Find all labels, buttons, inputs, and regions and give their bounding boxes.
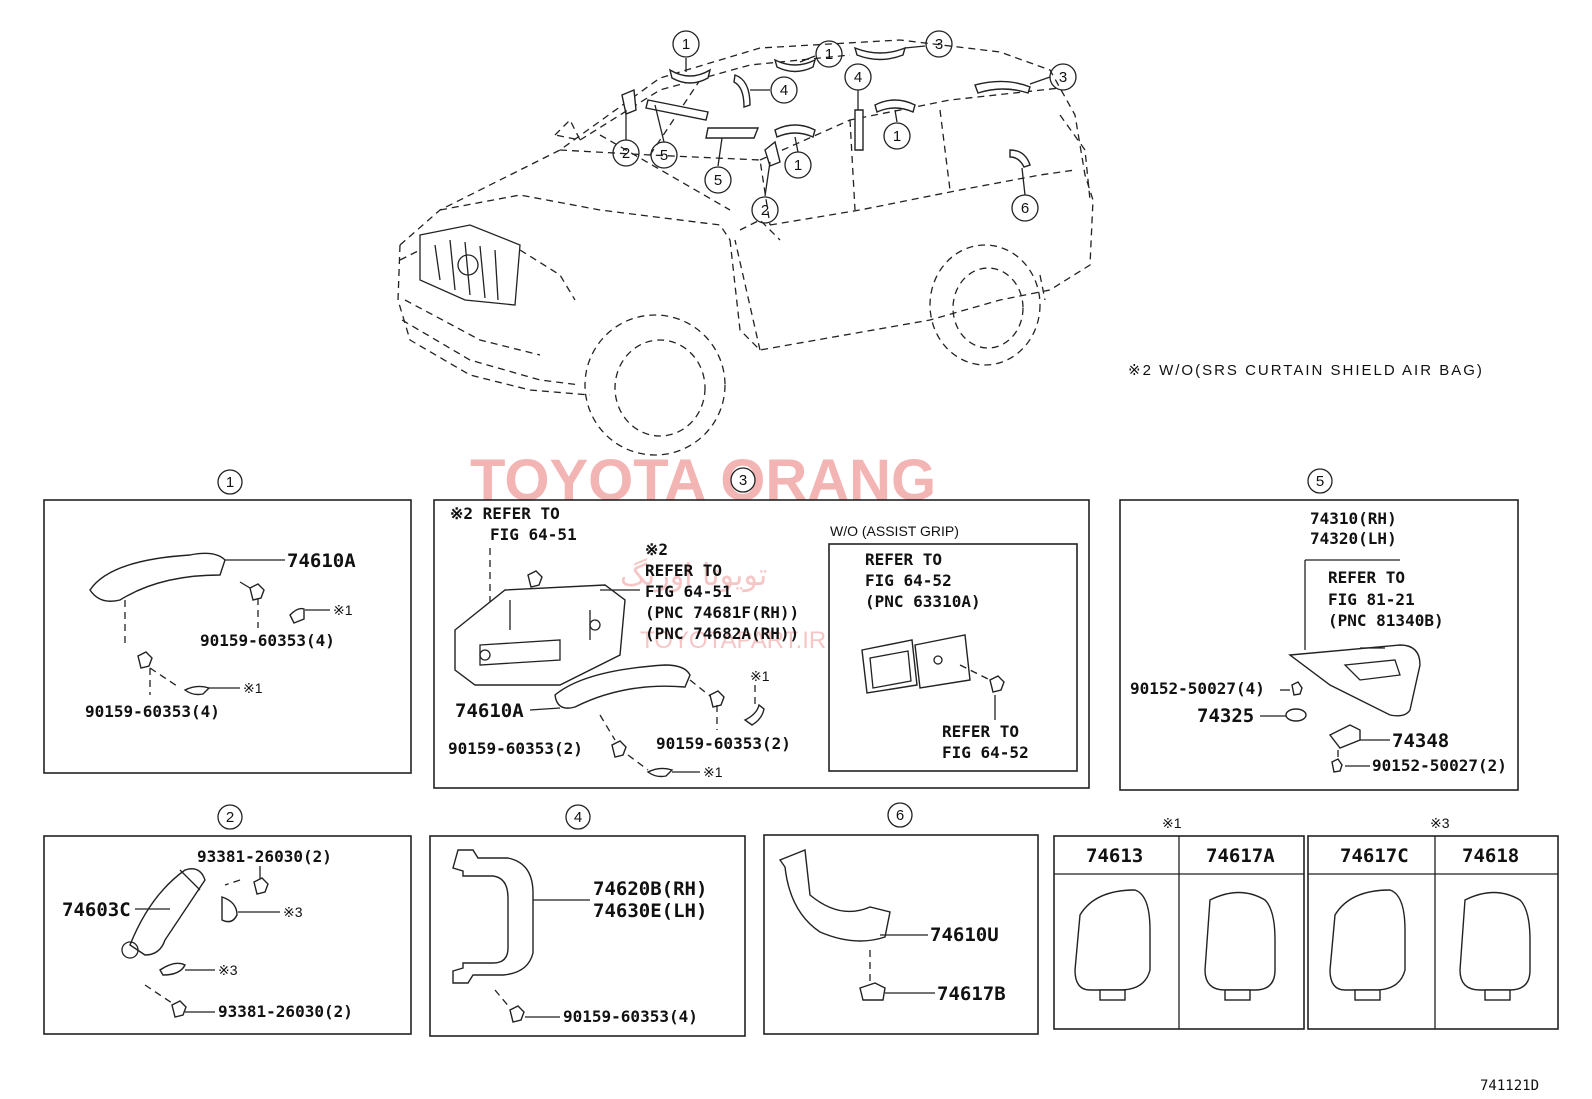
visor-holder xyxy=(1328,724,1361,749)
panel-1: 1 74610A 90159-60353(4) ※1 ※1 90159-6035… xyxy=(43,469,412,774)
callout-1c: 1 xyxy=(794,157,802,174)
table1-header-1: 74617A xyxy=(1206,845,1275,867)
panel-6: 6 74610U 74617B xyxy=(763,802,1039,1035)
callout-2a: 2 xyxy=(622,145,630,162)
subpanel-title: W/O (ASSIST GRIP) xyxy=(830,523,959,539)
label-cover-bottom: ※3 xyxy=(218,962,238,978)
overview-callouts: 1 1 3 4 4 3 2 5 5 1 1 2 xyxy=(612,30,1077,224)
watermark-persian: تویوتا اورنگ xyxy=(620,558,767,593)
label-ref2-b: REFER TO xyxy=(645,561,722,580)
panel-6-number: 6 xyxy=(896,807,904,824)
callout-3b: 3 xyxy=(1059,69,1067,86)
label-screw-top: 90152-50027(4) xyxy=(1130,679,1265,698)
callout-5b: 5 xyxy=(714,172,722,189)
figure-code: 741121D xyxy=(1480,1078,1539,1094)
sub-ref2-b: FIG 64-52 xyxy=(942,743,1029,762)
panel-5: 5 74310(RH) 74320(LH) REFER TO FIG 81-21… xyxy=(1119,468,1519,791)
label-ref-a: REFER TO xyxy=(1328,568,1405,587)
cover-plate xyxy=(861,639,918,694)
label-screw-top-p2: 93381-26030(2) xyxy=(197,847,332,866)
label-bolt-top: 90159-60353(4) xyxy=(200,631,335,650)
vehicle-overview xyxy=(397,39,1094,456)
table-note-3: ※3 74617C 74618 xyxy=(1307,815,1559,1030)
cover-74613 xyxy=(1074,889,1151,991)
label-74617B: 74617B xyxy=(937,983,1006,1005)
cover-74617A xyxy=(1204,891,1276,991)
assist-grip-74620B xyxy=(452,849,534,984)
label-74610A-p3: 74610A xyxy=(455,700,524,722)
sub-ref2-a: REFER TO xyxy=(942,722,1019,741)
label-74610A: 74610A xyxy=(287,550,356,572)
table1-header-0: 74613 xyxy=(1086,845,1143,867)
label-ref2-c: FIG 64-51 xyxy=(645,582,732,601)
callout-4b: 4 xyxy=(854,69,862,86)
label-screw-bottom: 90152-50027(2) xyxy=(1372,756,1507,775)
roof-bracket xyxy=(454,584,626,686)
label-screw-bottom-p2: 93381-26030(2) xyxy=(218,1002,353,1021)
label-cover-top: ※3 xyxy=(283,904,303,920)
panel-2: 2 93381-26030(2) 74603C ※3 ※3 93381-2603… xyxy=(43,804,412,1035)
label-74630E: 74630E(LH) xyxy=(593,900,707,922)
table3-header-1: 74618 xyxy=(1462,845,1519,867)
label-ref1-b: FIG 64-51 xyxy=(490,525,577,544)
panel-3-number: 3 xyxy=(739,472,747,489)
table3-mark: ※3 xyxy=(1430,815,1450,831)
label-note-top: ※1 xyxy=(333,602,353,618)
sun-visor xyxy=(1288,644,1421,717)
label-ref-c: (PNC 81340B) xyxy=(1328,611,1444,630)
subpanel-wo-assist-grip: W/O (ASSIST GRIP) REFER TO FIG 64-52 (PN… xyxy=(828,523,1078,772)
callout-2b: 2 xyxy=(761,202,769,219)
label-bolt-right: 90159-60353(2) xyxy=(656,734,791,753)
label-note-a: ※1 xyxy=(750,668,770,684)
callout-4a: 4 xyxy=(780,82,788,99)
label-74610U: 74610U xyxy=(930,924,999,946)
sub-ref-c: (PNC 63310A) xyxy=(865,592,981,611)
callout-1a: 1 xyxy=(682,36,690,53)
callout-5a: 5 xyxy=(660,147,668,164)
label-74325: 74325 xyxy=(1197,705,1254,727)
table-note-1: ※1 74613 74617A xyxy=(1053,815,1305,1030)
label-ref-b: FIG 81-21 xyxy=(1328,590,1415,609)
watermark: TOYOTA ORANG تویوتا اورنگ TOYOTAPART.IR xyxy=(470,448,936,654)
table1-mark: ※1 xyxy=(1162,815,1182,831)
watermark-title: TOYOTA ORANG xyxy=(470,448,936,513)
label-ref2-d: (PNC 74681F(RH)) xyxy=(645,603,799,622)
assist-grip-74610U xyxy=(778,849,891,942)
sub-ref-b: FIG 64-52 xyxy=(865,571,952,590)
cover-74618 xyxy=(1459,891,1531,991)
label-bolt-left: 90159-60353(2) xyxy=(448,739,583,758)
callout-1d: 1 xyxy=(893,128,901,145)
assist-grip-74603C xyxy=(129,868,206,956)
label-74603C: 74603C xyxy=(62,899,131,921)
bolt-top xyxy=(249,583,265,601)
panel-1-number: 1 xyxy=(226,474,234,491)
callout-1b: 1 xyxy=(825,46,833,63)
label-ref1-a: ※2 REFER TO xyxy=(450,504,560,523)
table3-header-0: 74617C xyxy=(1340,845,1409,867)
panel-4-number: 4 xyxy=(574,809,582,826)
label-note-b: ※1 xyxy=(703,764,723,780)
panel-5-number: 5 xyxy=(1316,473,1324,490)
label-74620B: 74620B(RH) xyxy=(593,878,707,900)
label-74320: 74320(LH) xyxy=(1310,529,1397,548)
label-ref2-e: (PNC 74682A(RH)) xyxy=(645,624,799,643)
label-note-bottom: ※1 xyxy=(243,680,263,696)
panel-4: 4 74620B(RH) 74630E(LH) 90159-60353(4) xyxy=(429,804,746,1037)
cover-74617C xyxy=(1329,889,1406,991)
assist-grip-74610A xyxy=(89,552,226,602)
label-74348: 74348 xyxy=(1392,730,1449,752)
panel-2-number: 2 xyxy=(226,809,234,826)
assist-grip-74610A-p3 xyxy=(554,664,691,709)
label-bolt-p4: 90159-60353(4) xyxy=(563,1007,698,1026)
callout-3a: 3 xyxy=(935,36,943,53)
watermark-url: TOYOTAPART.IR xyxy=(640,627,826,654)
label-ref2-a: ※2 xyxy=(645,540,668,559)
sub-ref-a: REFER TO xyxy=(865,550,942,569)
label-bolt-bottom: 90159-60353(4) xyxy=(85,702,220,721)
panel-3: 3 ※2 REFER TO FIG 64-51 ※2 REFER TO FIG … xyxy=(433,467,1090,789)
airbag-note: ※2 W/O(SRS CURTAIN SHIELD AIR BAG) xyxy=(1128,362,1484,379)
callout-6: 6 xyxy=(1021,200,1029,217)
label-74310: 74310(RH) xyxy=(1310,509,1397,528)
